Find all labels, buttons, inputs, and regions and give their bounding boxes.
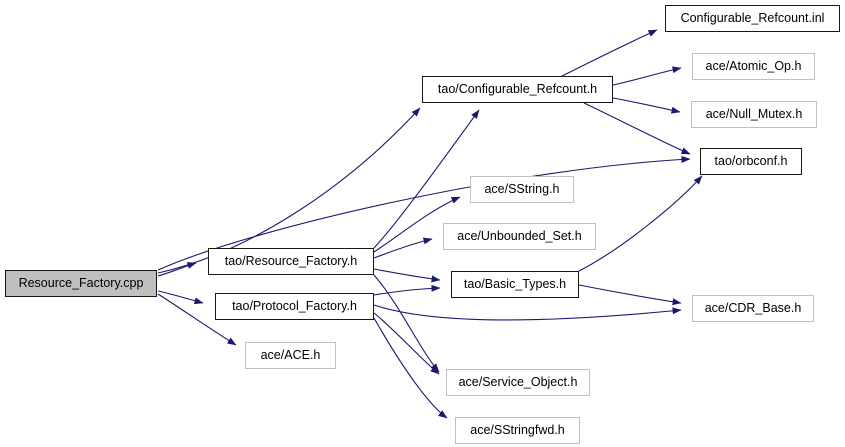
node-serviceobj[interactable]: ace/Service_Object.h (446, 369, 590, 396)
node-label-basictypes: tao/Basic_Types.h (463, 277, 567, 292)
edge-confref-to-orbconf (583, 102, 691, 155)
node-label-root: Resource_Factory.cpp (18, 276, 144, 291)
edge-resfac-to-confref (373, 109, 480, 249)
edge-confref-to-atomicop (612, 66, 682, 86)
edge-protofac-to-cdrbase (373, 304, 682, 321)
edge-confref-to-confrefinl (561, 29, 658, 77)
node-label-resfac: tao/Resource_Factory.h (224, 254, 358, 269)
node-basictypes[interactable]: tao/Basic_Types.h (451, 271, 579, 298)
node-root[interactable]: Resource_Factory.cpp (5, 270, 157, 297)
node-orbconf[interactable]: tao/orbconf.h (700, 148, 802, 175)
node-label-ace: ace/ACE.h (260, 348, 321, 363)
node-label-protofac: tao/Protocol_Factory.h (232, 299, 357, 314)
node-label-serviceobj: ace/Service_Object.h (458, 375, 578, 390)
edge-root-to-resfac (157, 262, 197, 277)
node-label-sstringfwd: ace/SStringfwd.h (470, 423, 565, 438)
node-ace[interactable]: ace/ACE.h (245, 342, 336, 369)
node-sstring[interactable]: ace/SString.h (470, 176, 574, 203)
node-label-cdrbase: ace/CDR_Base.h (704, 301, 802, 316)
edge-confref-to-nullmutex (612, 97, 681, 114)
node-resfac[interactable]: tao/Resource_Factory.h (208, 248, 374, 275)
node-sstringfwd[interactable]: ace/SStringfwd.h (455, 417, 580, 444)
edge-basictypes-to-cdrbase (578, 284, 682, 306)
node-label-confref: tao/Configurable_Refcount.h (437, 82, 598, 97)
node-unbset[interactable]: ace/Unbounded_Set.h (443, 223, 596, 250)
edge-protofac-to-serviceobj (373, 312, 440, 375)
edge-root-to-protofac (157, 290, 204, 305)
node-cdrbase[interactable]: ace/CDR_Base.h (692, 295, 814, 322)
node-label-orbconf: tao/orbconf.h (714, 154, 788, 169)
edge-protofac-to-sstringfwd (373, 317, 448, 419)
node-atomicop[interactable]: ace/Atomic_Op.h (692, 53, 815, 80)
edge-resfac-to-serviceobj (373, 274, 440, 373)
node-protofac[interactable]: tao/Protocol_Factory.h (215, 293, 374, 320)
node-confref[interactable]: tao/Configurable_Refcount.h (422, 76, 613, 103)
edge-resfac-to-sstring (373, 196, 461, 253)
node-label-sstring: ace/SString.h (484, 182, 560, 197)
edge-protofac-to-basictypes (373, 284, 441, 296)
node-label-nullmutex: ace/Null_Mutex.h (705, 107, 803, 122)
node-label-confrefinl: Configurable_Refcount.inl (680, 11, 825, 26)
node-label-unbset: ace/Unbounded_Set.h (457, 229, 582, 244)
edge-resfac-to-unbset (373, 237, 433, 259)
edge-resfac-to-basictypes (373, 268, 441, 283)
node-confrefinl[interactable]: Configurable_Refcount.inl (665, 5, 840, 32)
edge-basictypes-to-orbconf (578, 175, 703, 272)
node-nullmutex[interactable]: ace/Null_Mutex.h (691, 101, 817, 128)
edge-root-to-ace (157, 293, 237, 346)
node-label-atomicop: ace/Atomic_Op.h (705, 59, 802, 74)
